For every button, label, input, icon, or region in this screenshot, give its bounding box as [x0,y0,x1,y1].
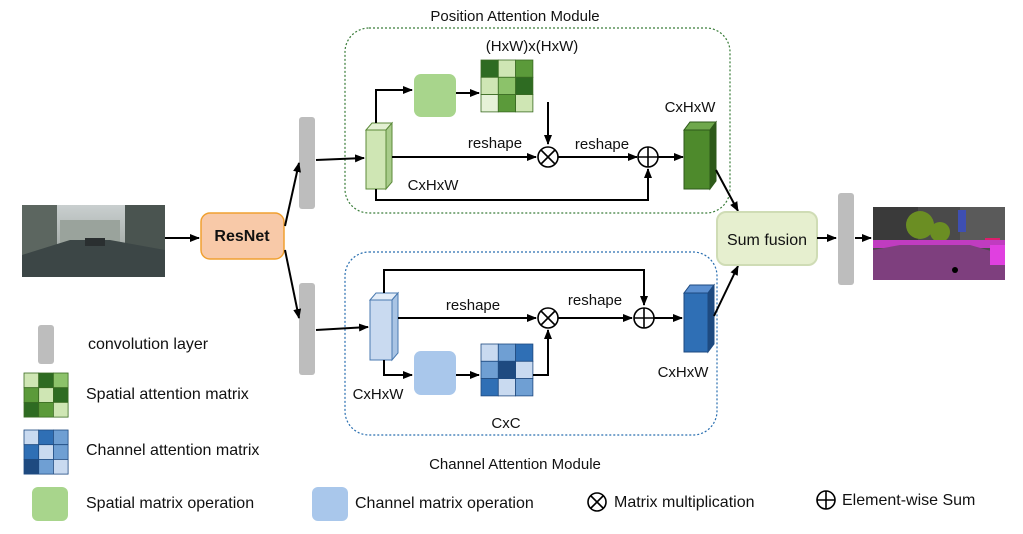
matrix-cell [515,360,534,379]
cam-element-wise-sum [633,307,655,329]
pam-input-dimension: CxHxW [408,177,460,194]
conv-layer-cam [299,283,315,375]
matrix-cell [515,59,534,78]
cam-matrix-multiplication [537,307,559,329]
pam-output-feature [683,120,717,191]
matrix-cell [497,59,516,78]
legend-conv-icon [38,325,54,364]
matrix-cell [23,444,40,460]
matrix-cell [38,372,54,389]
matrix-cell [23,401,40,418]
legend-channel-matrix-label: Channel attention matrix [86,442,259,459]
matrix-cell [23,429,40,446]
matrix-cell [497,378,516,397]
legend-spatial-matrix-icon [23,372,69,418]
cam-input-feature [368,291,400,362]
matrix-cell [38,429,54,446]
cam-output-dimension: CxHxW [658,364,710,381]
legend-channel-matrix-icon [23,429,69,475]
matrix-cell [497,343,516,362]
matrix-cell [480,76,499,96]
matrix-cell [480,59,499,78]
channel-module-title: Channel Attention Module [429,456,601,473]
matrix-cell [23,387,40,403]
spatial-matrix-operation-pam [414,74,456,117]
matrix-cell [497,360,516,379]
resnet-block [200,212,285,260]
matrix-cell [38,387,54,403]
position-module-title: Position Attention Module [430,8,599,25]
matrix-cell [497,94,516,113]
cam-reshape-label-1: reshape [446,297,500,314]
matrix-cell [515,94,534,113]
matrix-cell [38,444,54,460]
legend-channel-op-icon [312,487,348,521]
input-image [22,205,165,277]
pam-output-dimension: CxHxW [665,99,717,116]
legend-spatial-op-label: Spatial matrix operation [86,495,254,512]
matrix-cell [480,378,499,397]
cam-input-dimension: CxHxW [353,386,405,403]
legend-conv-label: convolution layer [88,336,209,353]
pam-input-feature [364,121,394,191]
matrix-cell [515,343,534,362]
legend-spatial-matrix-label: Spatial attention matrix [86,386,249,403]
pam-matrix-dimension: (HxW)x(HxW) [486,38,578,55]
legend-elemsum-icon [816,490,836,510]
matrix-cell [23,372,40,389]
pam-matrix-multiplication [537,146,559,168]
matrix-cell [53,458,69,475]
sum-fusion-label: Sum fusion [727,232,807,249]
legend-matmul-label: Matrix multiplication [614,494,754,511]
matrix-cell [38,458,54,475]
legend-channel-op-label: Channel matrix operation [355,495,534,512]
matrix-cell [497,76,516,96]
matrix-cell [53,372,69,389]
cam-output-feature [683,283,715,354]
cam-matrix-dimension: CxC [491,415,520,432]
legend-spatial-op-icon [32,487,68,521]
legend-matmul-icon [587,492,607,512]
matrix-cell [480,360,499,379]
matrix-cell [53,429,69,446]
matrix-cell [480,343,499,362]
matrix-cell [480,94,499,113]
matrix-cell [53,401,69,418]
output-segmentation-image [873,207,1005,280]
cam-reshape-label-2: reshape [568,292,622,309]
conv-layer-output [838,193,854,285]
channel-matrix-operation-cam [414,351,456,395]
matrix-cell [53,387,69,403]
legend-elemsum-label: Element-wise Sum [842,492,975,509]
pam-element-wise-sum [637,146,659,168]
matrix-cell [53,444,69,460]
spatial-attention-matrix [480,59,534,113]
channel-attention-matrix [480,343,534,397]
position-attention-module-box [344,27,731,214]
matrix-cell [515,378,534,397]
resnet-label: ResNet [214,228,270,245]
matrix-cell [515,76,534,96]
pam-reshape-label-2: reshape [575,136,629,153]
pam-reshape-label-1: reshape [468,135,522,152]
channel-attention-module-box [344,251,718,436]
conv-layer-pam [299,117,315,209]
matrix-cell [23,458,40,475]
matrix-cell [38,401,54,418]
